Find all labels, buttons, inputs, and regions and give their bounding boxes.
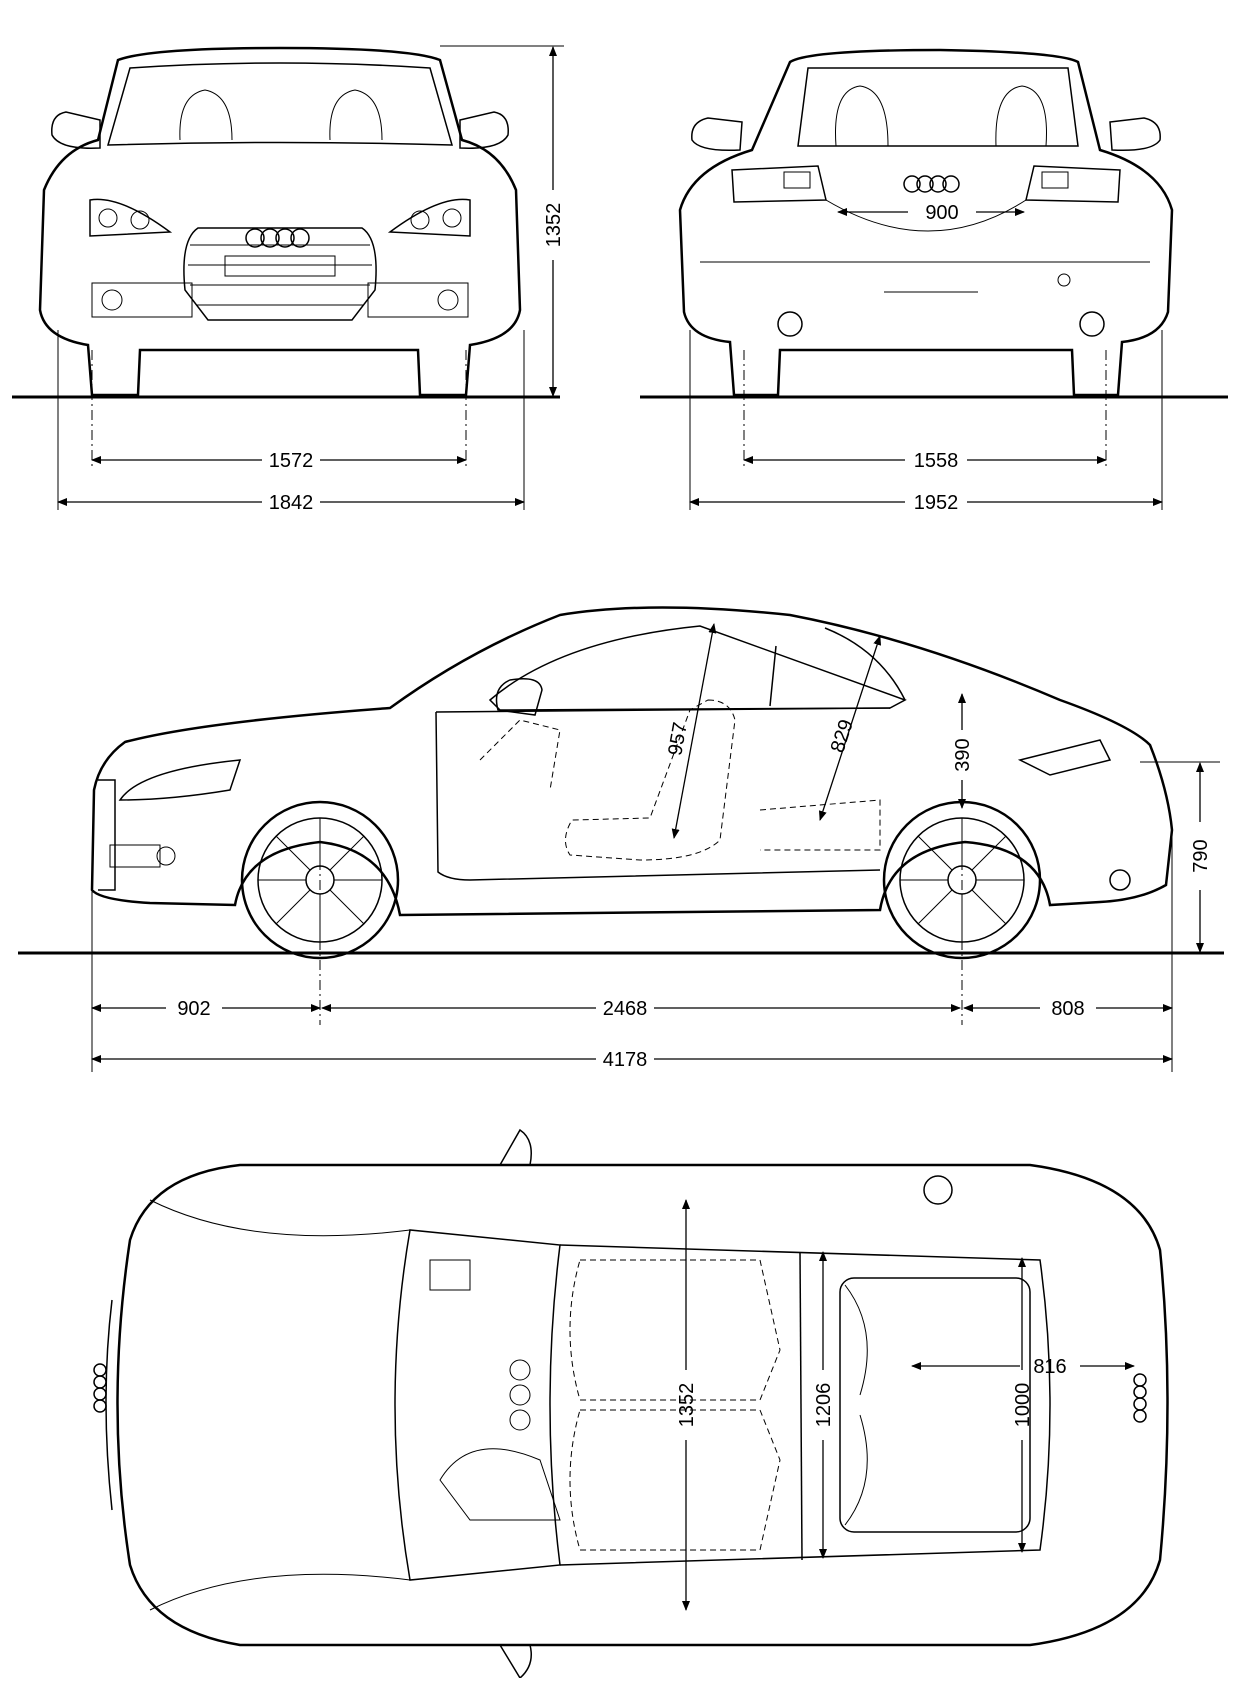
audi-rings-icon (245, 228, 310, 248)
dim-interior-width: 1352 (676, 1383, 698, 1428)
dim-roof-to-wheel: 390 (952, 738, 974, 771)
dim-wheelbase: 2468 (603, 998, 648, 1020)
dim-front-height: 1352 (543, 203, 565, 248)
rear-view: 900 1558 1952 (640, 48, 1228, 514)
dim-rear-width: 1952 (914, 492, 959, 514)
side-view: 957 829 390 790 902 2468 808 4178 (18, 606, 1224, 1072)
audi-rings-icon (1133, 1373, 1147, 1423)
dim-rear-height: 790 (1190, 839, 1212, 872)
dim-front-width: 1842 (269, 492, 314, 514)
dim-rear-window: 900 (925, 202, 958, 224)
audi-rings-icon (93, 1363, 107, 1413)
dim-headroom-front: 957 (664, 721, 691, 758)
dim-rear-overhang: 808 (1051, 998, 1084, 1020)
dim-headroom-rear: 829 (827, 717, 858, 756)
top-view: 1352 1206 1000 816 (93, 1128, 1169, 1680)
dim-front-track: 1572 (269, 450, 314, 472)
audi-rings-icon (903, 175, 960, 193)
front-view: 1572 1842 1352 (12, 45, 565, 514)
dim-rear-seat-width: 1206 (813, 1383, 835, 1428)
dim-trunk-width: 1000 (1012, 1383, 1034, 1428)
dim-rear-track: 1558 (914, 450, 959, 472)
dim-overall-length: 4178 (603, 1049, 648, 1071)
dim-trunk-depth: 816 (1033, 1356, 1066, 1378)
dim-front-overhang: 902 (177, 998, 210, 1020)
